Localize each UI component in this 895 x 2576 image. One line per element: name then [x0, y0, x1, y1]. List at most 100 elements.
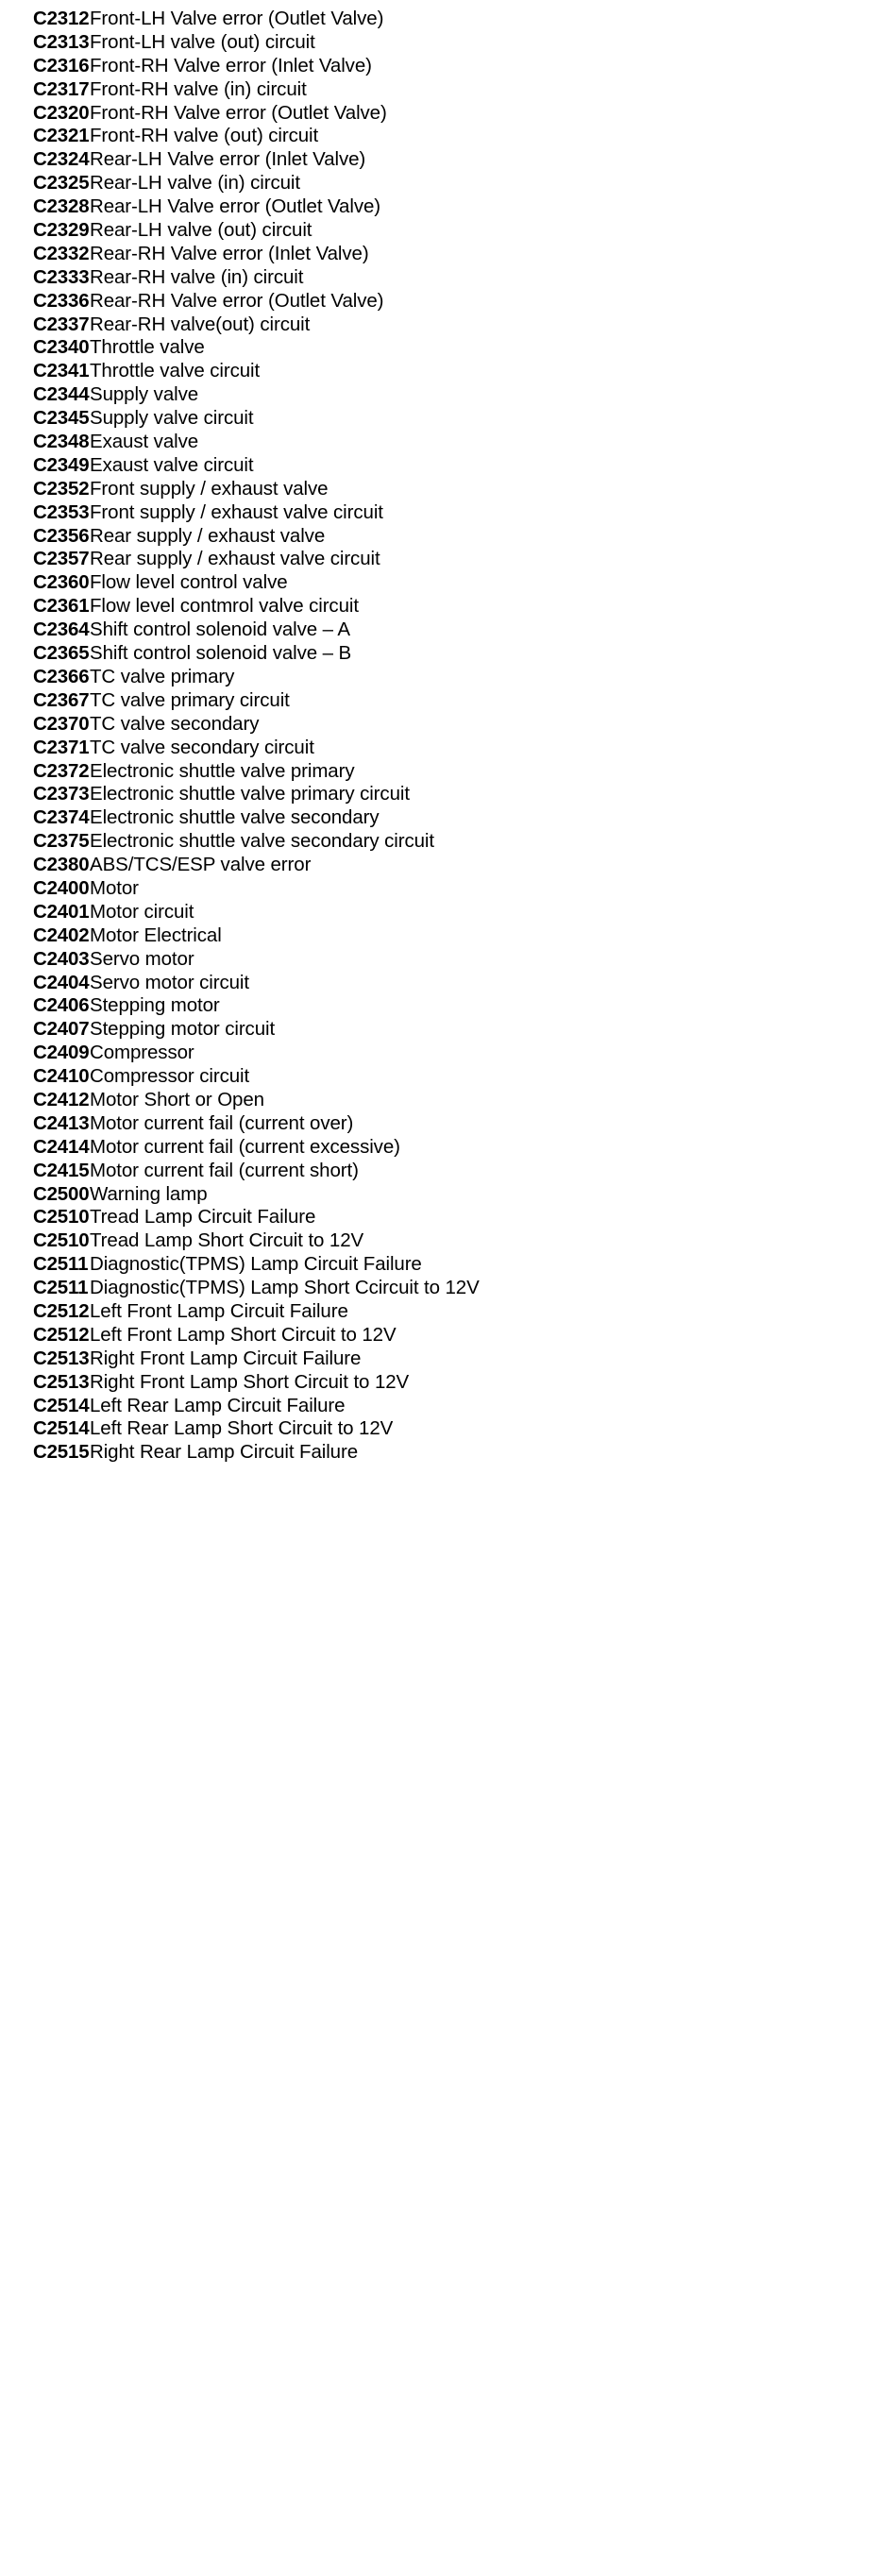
code-id: C2337 [33, 313, 90, 335]
code-description: Front supply / exhaust valve [90, 477, 329, 500]
code-description: TC valve primary [90, 665, 235, 687]
code-id: C2514 [33, 1417, 90, 1440]
code-description: Left Front Lamp Circuit Failure [90, 1299, 348, 1322]
code-id: C2406 [33, 994, 90, 1017]
code-id: C2375 [33, 830, 90, 853]
code-description: Rear-RH Valve error (Inlet Valve) [90, 242, 369, 264]
code-description: Front supply / exhaust valve circuit [90, 500, 383, 523]
code-id: C2325 [33, 172, 90, 195]
code-id: C2513 [33, 1347, 90, 1369]
code-id: C2349 [33, 453, 90, 476]
code-id: C2345 [33, 407, 90, 430]
code-id: C2344 [33, 383, 90, 406]
code-description: Front-RH Valve error (Outlet Valve) [90, 101, 387, 124]
code-id: C2414 [33, 1135, 90, 1158]
code-id: C2361 [33, 595, 90, 618]
code-id: C2409 [33, 1042, 90, 1064]
code-description: Electronic shuttle valve primary circuit [90, 783, 410, 805]
code-id: C2353 [33, 500, 90, 523]
code-id: C2336 [33, 289, 90, 312]
code-description: Rear-LH Valve error (Outlet Valve) [90, 195, 380, 218]
code-description: Flow level contmrol valve circuit [90, 595, 359, 618]
code-description: Exaust valve [90, 431, 199, 453]
code-description: ABS/TCS/ESP valve error [90, 854, 312, 876]
code-description: Left Rear Lamp Short Circuit to 12V [90, 1417, 394, 1440]
code-id: C2404 [33, 971, 90, 993]
code-id: C2352 [33, 477, 90, 500]
code-description: Electronic shuttle valve secondary circu… [90, 830, 434, 853]
code-description: Compressor circuit [90, 1065, 250, 1088]
code-description: Front-RH valve (out) circuit [90, 125, 319, 147]
code-id: C2371 [33, 736, 90, 758]
code-description: TC valve secondary circuit [90, 736, 314, 758]
code-description: Front-RH valve (in) circuit [90, 77, 307, 100]
code-id: C2380 [33, 854, 90, 876]
code-id: C2510 [33, 1206, 90, 1229]
code-id: C2333 [33, 265, 90, 288]
code-description: Front-LH Valve error (Outlet Valve) [90, 8, 384, 29]
code-id: C2367 [33, 688, 90, 711]
code-description: Motor current fail (current short) [90, 1159, 359, 1181]
code-id: C2402 [33, 924, 90, 946]
code-description: Motor Short or Open [90, 1088, 264, 1110]
code-id: C2329 [33, 219, 90, 242]
code-description: Front-RH Valve error (Inlet Valve) [90, 54, 372, 76]
code-id: C2328 [33, 195, 90, 218]
code-description: TC valve primary circuit [90, 688, 290, 711]
code-id: C2348 [33, 431, 90, 453]
code-description: Exaust valve circuit [90, 453, 254, 476]
code-description: Compressor [90, 1042, 194, 1064]
code-description: Servo motor circuit [90, 971, 249, 993]
code-id: C2312 [33, 8, 90, 29]
code-id: C2515 [33, 1441, 90, 1464]
code-id: C2372 [33, 759, 90, 782]
code-description: Stepping motor [90, 994, 220, 1017]
code-description: Rear supply / exhaust valve [90, 524, 326, 547]
code-description: Electronic shuttle valve secondary [90, 806, 380, 829]
code-id: C2512 [33, 1299, 90, 1322]
code-description: Throttle valve circuit [90, 360, 261, 382]
code-id: C2513 [33, 1370, 90, 1393]
code-id: C2317 [33, 77, 90, 100]
code-description: Rear-RH valve (in) circuit [90, 265, 304, 288]
code-id: C2511 [33, 1277, 89, 1299]
code-id: C2321 [33, 125, 90, 147]
code-id: C2316 [33, 54, 90, 76]
code-id: C2510 [33, 1229, 90, 1252]
code-id: C2360 [33, 571, 90, 594]
code-description: TC valve secondary [90, 712, 260, 735]
code-description: Electronic shuttle valve primary [90, 759, 355, 782]
code-description: Rear-LH valve (in) circuit [90, 172, 300, 195]
code-description: Motor Electrical [90, 924, 222, 946]
code-description: Supply valve [90, 383, 199, 406]
